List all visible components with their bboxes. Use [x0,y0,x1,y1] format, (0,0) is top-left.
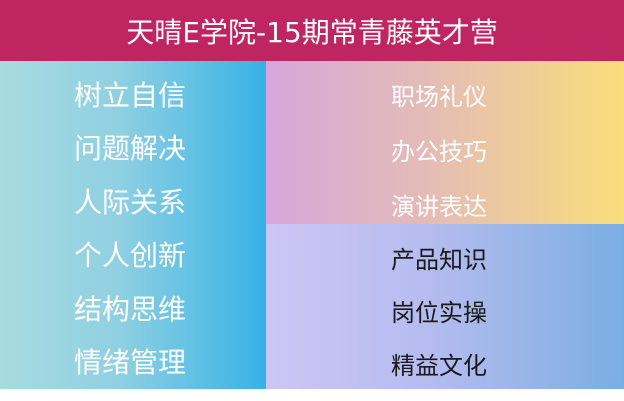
banner-header: 天晴E学院-15期常青藤英才营 [0,0,624,61]
soft-skills-panel: 树立自信 问题解决 人际关系 个人创新 结构思维 情绪管理 [0,61,266,389]
workplace-skills-list: 职场礼仪 办公技巧 演讲表达 [391,77,487,242]
list-item: 产品知识 [391,246,487,274]
list-item: 问题解决 [74,132,187,166]
banner-title: 天晴E学院-15期常青藤英才营 [126,15,498,49]
professional-skills-list: 产品知识 岗位实操 精益文化 [391,240,487,399]
list-item: 岗位实操 [391,299,487,327]
workplace-skills-panel: 职场礼仪 办公技巧 演讲表达 [266,61,624,224]
list-item: 职场礼仪 [391,83,487,111]
list-item: 办公技巧 [391,138,487,166]
list-item: 个人创新 [74,239,187,273]
list-item: 演讲表达 [391,193,487,221]
list-item: 人际关系 [74,185,187,219]
list-item: 情绪管理 [74,345,187,379]
professional-skills-panel: 产品知识 岗位实操 精益文化 [266,224,624,389]
list-item: 结构思维 [74,292,187,326]
list-item: 树立自信 [74,79,187,112]
list-item: 精益文化 [391,352,487,380]
soft-skills-list: 树立自信 问题解决 人际关系 个人创新 结构思维 情绪管理 [74,74,186,394]
